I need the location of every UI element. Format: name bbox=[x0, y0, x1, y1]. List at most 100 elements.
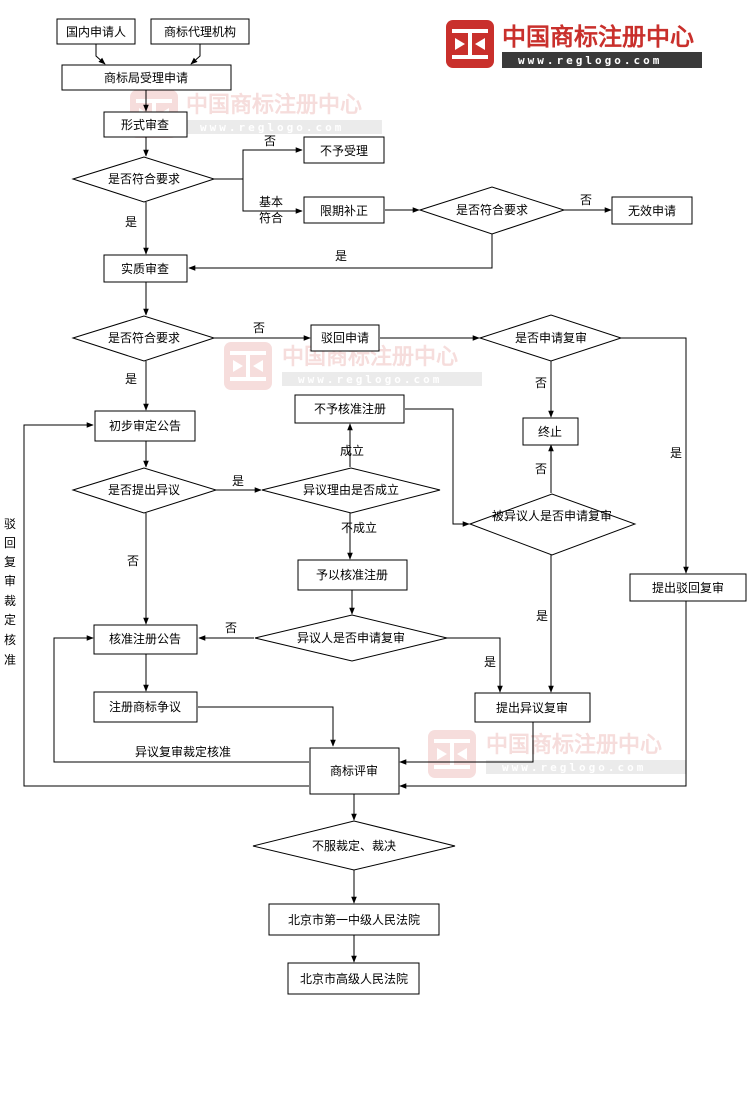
edge-label-no: 否 bbox=[253, 321, 265, 335]
objection-valid-q-diamond bbox=[261, 467, 441, 514]
agency-label: 商标代理机构 bbox=[164, 24, 236, 39]
agency-box bbox=[150, 18, 250, 45]
vertical-char: 核 bbox=[4, 633, 16, 647]
opposed-review-q-diamond bbox=[468, 493, 637, 556]
bj-high-court-box bbox=[287, 962, 420, 995]
vertical-char: 回 bbox=[4, 536, 16, 550]
bj-first-court-box bbox=[268, 903, 440, 936]
vertical-char: 复 bbox=[4, 555, 16, 569]
apply-reject-review-box bbox=[629, 573, 747, 602]
edge-label-no: 否 bbox=[580, 193, 592, 207]
watermark-url: www.reglogo.com bbox=[298, 373, 442, 386]
edge-label-no: 否 bbox=[535, 376, 547, 390]
watermark-1: 中国商标注册中心 www.reglogo.com bbox=[130, 90, 382, 138]
domestic-applicant-label: 国内申请人 bbox=[66, 25, 126, 39]
vertical-char: 审 bbox=[4, 573, 16, 588]
tm-dispute-label: 注册商标争议 bbox=[109, 699, 181, 714]
apply-reject-review-label: 提出驳回复审 bbox=[652, 580, 724, 595]
approve-box bbox=[297, 559, 408, 591]
opposed-review-q-label-line1: 被异议人是否申请复审 bbox=[492, 508, 612, 523]
edge-label-yes: 是 bbox=[670, 446, 682, 460]
prelim-announce-box bbox=[94, 410, 196, 442]
objector-review-q-diamond bbox=[254, 614, 448, 662]
edge-label-not-established: 不成立 bbox=[341, 520, 377, 535]
edge-label-no: 否 bbox=[264, 134, 276, 148]
not-accepted-box bbox=[303, 136, 385, 164]
tm-review-board-box bbox=[309, 747, 400, 795]
edge-label-no: 否 bbox=[127, 554, 139, 568]
edge-label-review-approved: 异议复审裁定核准 bbox=[135, 744, 231, 759]
meets-req-1-diamond bbox=[71, 156, 216, 203]
edge-label-established: 成立 bbox=[340, 443, 364, 458]
tm-dispute-box bbox=[93, 691, 198, 723]
objection-q-diamond bbox=[71, 467, 218, 514]
no-approval-label: 不予核准注册 bbox=[314, 401, 386, 416]
watermark-title: 中国商标注册中心 bbox=[486, 732, 662, 758]
logo-url: www.reglogo.com bbox=[518, 54, 662, 67]
edge-label-yes: 是 bbox=[335, 249, 347, 263]
invalid-label: 无效申请 bbox=[628, 203, 676, 218]
domestic-applicant-box bbox=[56, 18, 136, 45]
watermark-3: 中国商标注册中心 www.reglogo.com bbox=[428, 730, 686, 778]
objection-q-label: 是否提出异议 bbox=[108, 482, 180, 497]
reject-box bbox=[310, 324, 380, 352]
tm-review-board-label: 商标评审 bbox=[330, 763, 378, 778]
apply-review-q-label: 是否申请复审 bbox=[515, 330, 587, 345]
edge-label-yes: 是 bbox=[484, 655, 496, 669]
edge-label-no: 否 bbox=[535, 462, 547, 476]
meets-req-3-diamond bbox=[71, 315, 216, 362]
edge-label-yes: 是 bbox=[536, 609, 548, 623]
vertical-label-reject-review-approved: 驳 回 复 审 裁 定 核 准 bbox=[4, 517, 16, 667]
apply-review-q-diamond bbox=[478, 314, 623, 362]
vertical-char: 驳 bbox=[4, 517, 16, 531]
watermark-url: www.reglogo.com bbox=[200, 121, 344, 134]
logo-emblem-icon bbox=[446, 20, 494, 68]
meets-req-2-label: 是否符合要求 bbox=[456, 202, 528, 217]
approval-announce-box bbox=[93, 624, 198, 655]
objection-valid-q-label: 异议理由是否成立 bbox=[303, 482, 399, 497]
meets-req-3-label: 是否符合要求 bbox=[108, 330, 180, 345]
formal-exam-box bbox=[103, 111, 188, 138]
substantive-exam-box bbox=[103, 254, 188, 283]
logo-title: 中国商标注册中心 bbox=[502, 23, 694, 51]
flow-edges bbox=[23, 44, 689, 963]
meets-req-2-diamond bbox=[418, 186, 566, 235]
approve-label: 予以核准注册 bbox=[316, 567, 388, 582]
dissatisfied-diamond bbox=[252, 820, 456, 871]
edge-label-yes: 是 bbox=[125, 215, 137, 229]
edge-label-yes: 是 bbox=[125, 372, 137, 386]
objection-review-box bbox=[474, 692, 591, 723]
substantive-exam-label: 实质审查 bbox=[121, 261, 169, 276]
watermark-url: www.reglogo.com bbox=[502, 761, 646, 774]
dissatisfied-label: 不服裁定、裁决 bbox=[312, 838, 396, 853]
edge-label-yes: 是 bbox=[232, 474, 244, 488]
formal-exam-label: 形式审查 bbox=[121, 117, 169, 132]
brand-logo: 中国商标注册中心 www.reglogo.com bbox=[446, 20, 702, 68]
terminate-label: 终止 bbox=[538, 424, 562, 439]
tm-office-accept-label: 商标局受理申请 bbox=[104, 70, 188, 85]
invalid-box bbox=[611, 196, 693, 225]
meets-req-1-label: 是否符合要求 bbox=[108, 171, 180, 186]
edge-label-conform: 符合 bbox=[259, 210, 283, 225]
correction-label: 限期补正 bbox=[320, 204, 368, 218]
no-approval-box bbox=[294, 394, 405, 424]
edge-label-no: 否 bbox=[225, 621, 237, 635]
not-accepted-label: 不予受理 bbox=[320, 144, 368, 158]
objector-review-q-label: 异议人是否申请复审 bbox=[297, 630, 405, 645]
vertical-char: 准 bbox=[4, 653, 16, 667]
terminate-box bbox=[522, 417, 579, 446]
vertical-char: 定 bbox=[4, 612, 16, 627]
edge-label-basic: 基本 bbox=[259, 195, 283, 209]
watermark-title: 中国商标注册中心 bbox=[186, 92, 362, 118]
bj-high-court-label: 北京市高级人民法院 bbox=[300, 971, 408, 986]
vertical-char: 裁 bbox=[4, 594, 16, 608]
objection-review-label: 提出异议复审 bbox=[496, 700, 568, 715]
logo-url-bar bbox=[502, 52, 702, 68]
bj-first-court-label: 北京市第一中级人民法院 bbox=[288, 912, 420, 927]
tm-office-accept-box bbox=[61, 64, 232, 91]
correction-box bbox=[303, 196, 385, 224]
prelim-announce-label: 初步审定公告 bbox=[109, 418, 181, 433]
approval-announce-label: 核准注册公告 bbox=[109, 631, 181, 646]
reject-label: 驳回申请 bbox=[321, 331, 369, 345]
